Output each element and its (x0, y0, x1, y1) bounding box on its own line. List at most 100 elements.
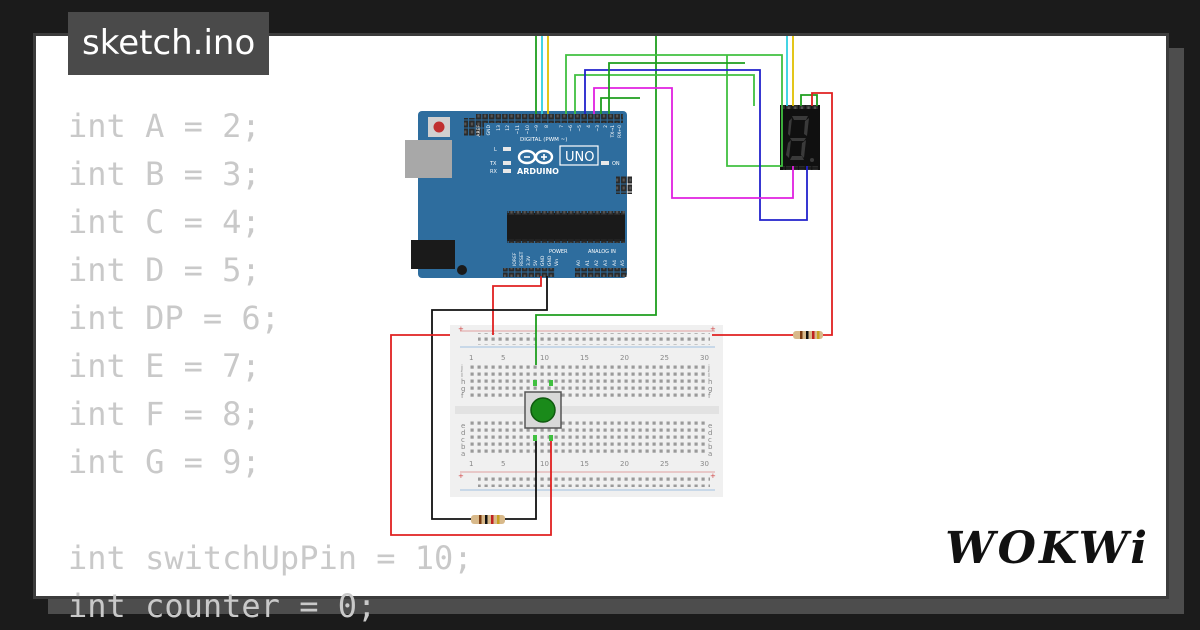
pin-label: 2 (603, 125, 609, 128)
resistor[interactable] (471, 515, 505, 524)
row-letter: a (461, 450, 465, 458)
digital-header (476, 114, 623, 123)
pin-label: 8 (544, 125, 550, 128)
row-letter: f (461, 392, 464, 400)
button-cap[interactable] (530, 397, 556, 423)
column-number: 5 (501, 460, 505, 468)
code-line: int D = 5; (68, 251, 261, 289)
digital-label: DIGITAL (PWM ~) (520, 137, 567, 143)
pin-label: A4 (612, 260, 618, 266)
wokwi-logo: WOKWi (945, 523, 1150, 574)
pin-label: Vin (554, 259, 560, 266)
column-number: 10 (540, 460, 549, 468)
rail-plus-label: + (458, 325, 464, 333)
atmega-chip (507, 213, 625, 241)
row-letter: j (707, 364, 710, 372)
arduino-uno-board[interactable]: AREF GND 13 12 ~11 ~10 ~9 8 7 ~6 ~5 4 ~3… (405, 111, 632, 278)
row-letter: d (461, 429, 465, 437)
row-letter: h (461, 378, 465, 386)
pin-label: 13 (496, 125, 502, 131)
row-letter: f (708, 392, 711, 400)
power-header (503, 268, 555, 277)
code-line: int switchUpPin = 10; (68, 539, 473, 577)
led-rx (503, 169, 511, 173)
pin-label: ~5 (577, 125, 583, 132)
column-number: 30 (700, 460, 709, 468)
terminal-strip-top (470, 363, 705, 398)
column-number: 1 (469, 354, 473, 362)
pin-label: GND (547, 255, 553, 266)
display-segments (786, 116, 814, 162)
seven-segment-display[interactable] (780, 105, 820, 170)
column-number: 1 (469, 460, 473, 468)
terminal-strip-bottom (470, 421, 705, 456)
led-on (601, 161, 609, 165)
code-line: int B = 3; (68, 155, 261, 193)
column-number: 30 (700, 354, 709, 362)
model-label: UNO (565, 150, 594, 165)
pin-label: ~3 (595, 125, 601, 132)
pin-label: ~10 (525, 125, 531, 135)
pin-label: ~6 (568, 125, 574, 132)
rail-plus-label: + (710, 472, 716, 480)
pin-label: A2 (594, 260, 600, 266)
power-rail-bottom (478, 475, 710, 487)
pin-label: AREF (476, 125, 482, 137)
pin-label: 5V (533, 259, 539, 266)
pin-label: 7 (559, 125, 565, 128)
pin-label: RX←0 (617, 125, 623, 138)
row-letter: b (461, 443, 466, 451)
pin-label: 3.3V (526, 255, 532, 266)
led-label: RX (490, 169, 497, 175)
file-tab[interactable]: sketch.ino (68, 12, 270, 75)
row-letter: g (708, 385, 712, 393)
code-line: int DP = 6; (68, 299, 280, 337)
column-number: 25 (660, 460, 669, 468)
column-number: 10 (540, 354, 549, 362)
row-letter: i (461, 371, 463, 379)
pin-label: A0 (576, 260, 582, 266)
row-letter: e (461, 422, 465, 430)
pin-label: GND (540, 255, 546, 266)
analog-label: ANALOG IN (588, 249, 616, 255)
pin-label: A5 (620, 260, 626, 266)
brand-label: ARDUINO (517, 167, 559, 176)
center-channel (455, 406, 719, 414)
rail-plus-label: + (710, 325, 716, 333)
column-number: 25 (660, 354, 669, 362)
code-line: int counter = 0; (68, 587, 377, 625)
pin-label: RESET (519, 251, 525, 266)
analog-header (575, 268, 627, 277)
led-tx (503, 161, 511, 165)
reset-button[interactable] (433, 121, 445, 133)
pin-label: A3 (603, 260, 609, 266)
pin-label: ~9 (534, 125, 540, 132)
code-line: int C = 4; (68, 203, 261, 241)
wires (390, 36, 833, 536)
row-letter: g (461, 385, 465, 393)
pin-label: 12 (505, 125, 511, 131)
power-rail-top (478, 333, 710, 345)
code-editor: int A = 2;int B = 3;int C = 4;int D = 5;… (68, 102, 473, 630)
power-jack (411, 240, 455, 269)
code-line: int E = 7; (68, 347, 261, 385)
rail-plus-label: + (458, 472, 464, 480)
power-label: POWER (549, 249, 568, 255)
pin-label: A1 (585, 260, 591, 266)
column-number: 15 (580, 460, 589, 468)
row-letter: b (708, 443, 713, 451)
breadboard[interactable]: 1 5 10 15 20 25 30 1 5 10 15 20 25 30 j … (450, 325, 723, 497)
row-letter: a (708, 450, 712, 458)
on-label: ON (612, 161, 620, 167)
column-number: 5 (501, 354, 505, 362)
column-number: 20 (620, 460, 629, 468)
column-number: 15 (580, 354, 589, 362)
row-letter: j (460, 364, 463, 372)
usb-port (405, 140, 452, 178)
led-label: TX (489, 161, 497, 167)
resistor[interactable] (793, 331, 823, 339)
pin-label: GND (486, 124, 492, 135)
pushbutton[interactable] (524, 380, 562, 441)
model-box (559, 145, 599, 166)
